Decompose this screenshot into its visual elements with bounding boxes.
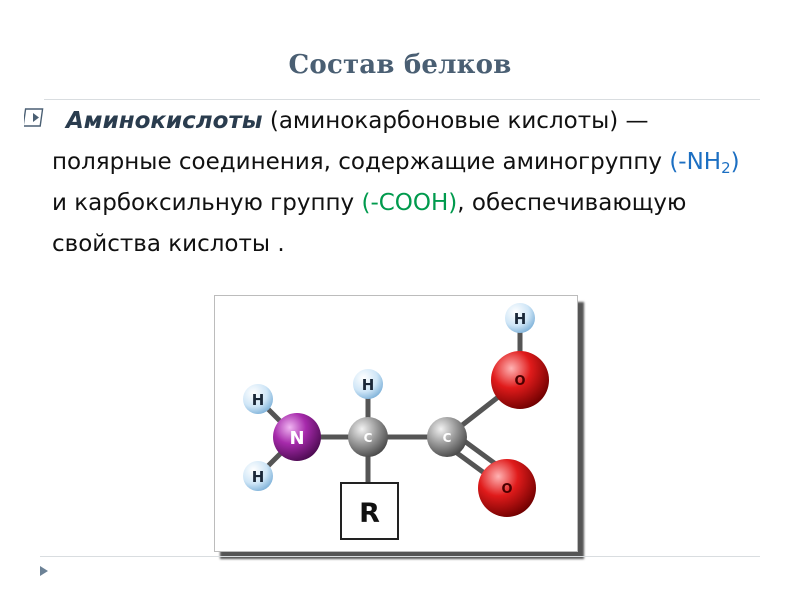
hydrogen-atom-left-upper — [243, 384, 273, 414]
carboxyl-carbon-label: C — [443, 431, 452, 445]
next-slide-arrow-icon[interactable] — [38, 565, 50, 577]
title-divider — [44, 99, 760, 100]
alpha-carbon-label: C — [364, 431, 373, 445]
slide-title: Состав белков — [288, 50, 512, 80]
hydrogen-label-alpha: H — [362, 376, 375, 394]
footer-divider — [40, 556, 760, 557]
hydrogen-atom-hydroxyl — [505, 303, 535, 333]
carbonyl-oxygen-atom — [478, 459, 536, 517]
arrow-bullet-icon — [24, 108, 44, 127]
hydroxyl-oxygen-atom — [491, 351, 549, 409]
definition-text-3: , обеспечивающую свойства кислоты . — [52, 190, 687, 257]
definition-text-2: и карбоксильную группу — [52, 190, 362, 216]
amino-formula-base: (-NH — [669, 149, 722, 175]
hydrogen-label-left-lower: H — [252, 468, 265, 486]
amino-acid-molecule-svg: R H H H H N C C O O — [243, 303, 549, 540]
carbonyl-oxygen-label: O — [501, 482, 512, 497]
amino-group-formula: (-NH2) — [669, 149, 740, 177]
definition-text-1: (аминокарбоновые кислоты) — полярные сое… — [52, 108, 670, 175]
side-chain-label: R — [359, 498, 380, 529]
nitrogen-atom — [273, 413, 321, 461]
carboxyl-carbon-atom — [427, 417, 467, 457]
amino-formula-close: ) — [730, 149, 740, 175]
nitrogen-label: N — [289, 428, 304, 449]
side-chain-box — [340, 482, 399, 540]
carboxyl-group-formula: (-COOH) — [361, 190, 458, 216]
hydrogen-atom-left-lower — [243, 461, 273, 491]
amino-acid-structure-diagram: R H H H H N C C O O — [214, 295, 578, 552]
hydrogen-label-hydroxyl: H — [514, 310, 527, 328]
hydrogen-label-left-upper: H — [252, 391, 265, 409]
hydrogen-atom-alpha — [353, 369, 383, 399]
term-amino-acids: Аминокислоты — [66, 108, 263, 134]
amino-formula-subscript: 2 — [721, 159, 731, 177]
hydroxyl-oxygen-label: O — [514, 374, 525, 389]
alpha-carbon-atom — [348, 417, 388, 457]
definition-paragraph: Аминокислоты (аминокарбоновые кислоты) —… — [52, 101, 742, 265]
